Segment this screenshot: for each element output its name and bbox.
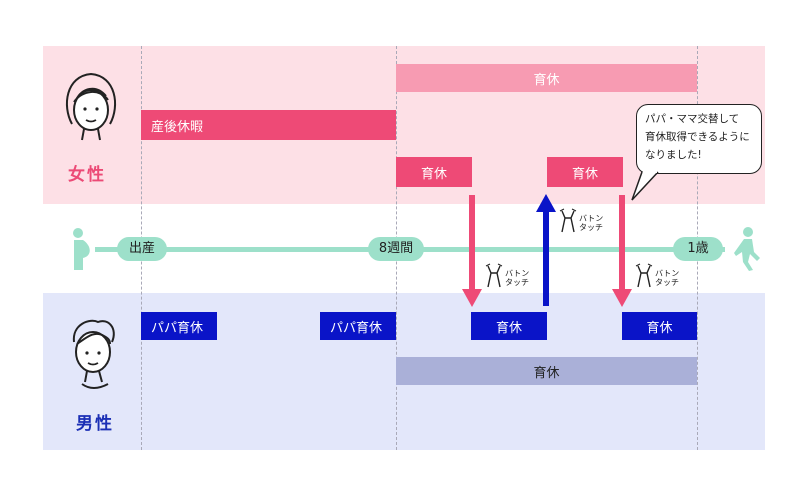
- women-parental-leave-bar-2: 育休: [547, 157, 623, 187]
- milestone-8-weeks: 8週間: [368, 237, 424, 261]
- speech-bubble-tail: [631, 170, 659, 201]
- note-line-1: パパ・ママ交替して: [645, 113, 740, 125]
- high-five-icon: [485, 263, 503, 288]
- baton-line-2: タッチ: [655, 278, 679, 287]
- men-parental-leave-long-bar: 育休: [396, 357, 697, 385]
- women-parental-leave-bar-1: 育休: [396, 157, 472, 187]
- high-five-icon: [635, 263, 653, 288]
- baton-line-1: バトン: [579, 214, 604, 223]
- milestone-1-year: 1歳: [673, 237, 723, 261]
- men-label: 男性: [76, 414, 114, 434]
- men-parental-leave-bar-1: 育休: [471, 312, 547, 340]
- note-line-2: 育休取得できるように: [645, 131, 750, 143]
- milestone-birth: 出産: [117, 237, 167, 261]
- baton-line-1: バトン: [505, 269, 530, 278]
- papa-leave-bar-1: パパ育休: [141, 312, 217, 340]
- arrow-down-women-to-men-1: [462, 195, 482, 307]
- women-parental-leave-long-bar: 育休: [396, 64, 697, 92]
- baton-touch-label-3: バトン タッチ: [655, 269, 679, 287]
- baton-touch-label-2: バトン タッチ: [579, 214, 603, 232]
- man-face-icon: [72, 319, 115, 389]
- woman-face-icon: [65, 72, 117, 141]
- arrow-up-men-to-women: [536, 194, 556, 306]
- walking-child-icon: [734, 227, 760, 271]
- pregnant-woman-icon: [73, 228, 90, 270]
- baton-line-2: タッチ: [505, 278, 529, 287]
- men-parental-leave-bar-2: 育休: [622, 312, 697, 340]
- maternity-leave-bar: 産後休暇: [141, 110, 396, 140]
- note-line-3: なりました!: [645, 149, 702, 161]
- arrow-down-women-to-men-2: [612, 195, 632, 307]
- baton-line-2: タッチ: [579, 223, 603, 232]
- women-label: 女性: [68, 165, 106, 185]
- baton-line-1: バトン: [655, 269, 680, 278]
- high-five-icon: [559, 208, 577, 233]
- speech-bubble: パパ・ママ交替して 育休取得できるように なりました!: [636, 104, 762, 174]
- baton-touch-label-1: バトン タッチ: [505, 269, 529, 287]
- papa-leave-bar-2: パパ育休: [320, 312, 396, 340]
